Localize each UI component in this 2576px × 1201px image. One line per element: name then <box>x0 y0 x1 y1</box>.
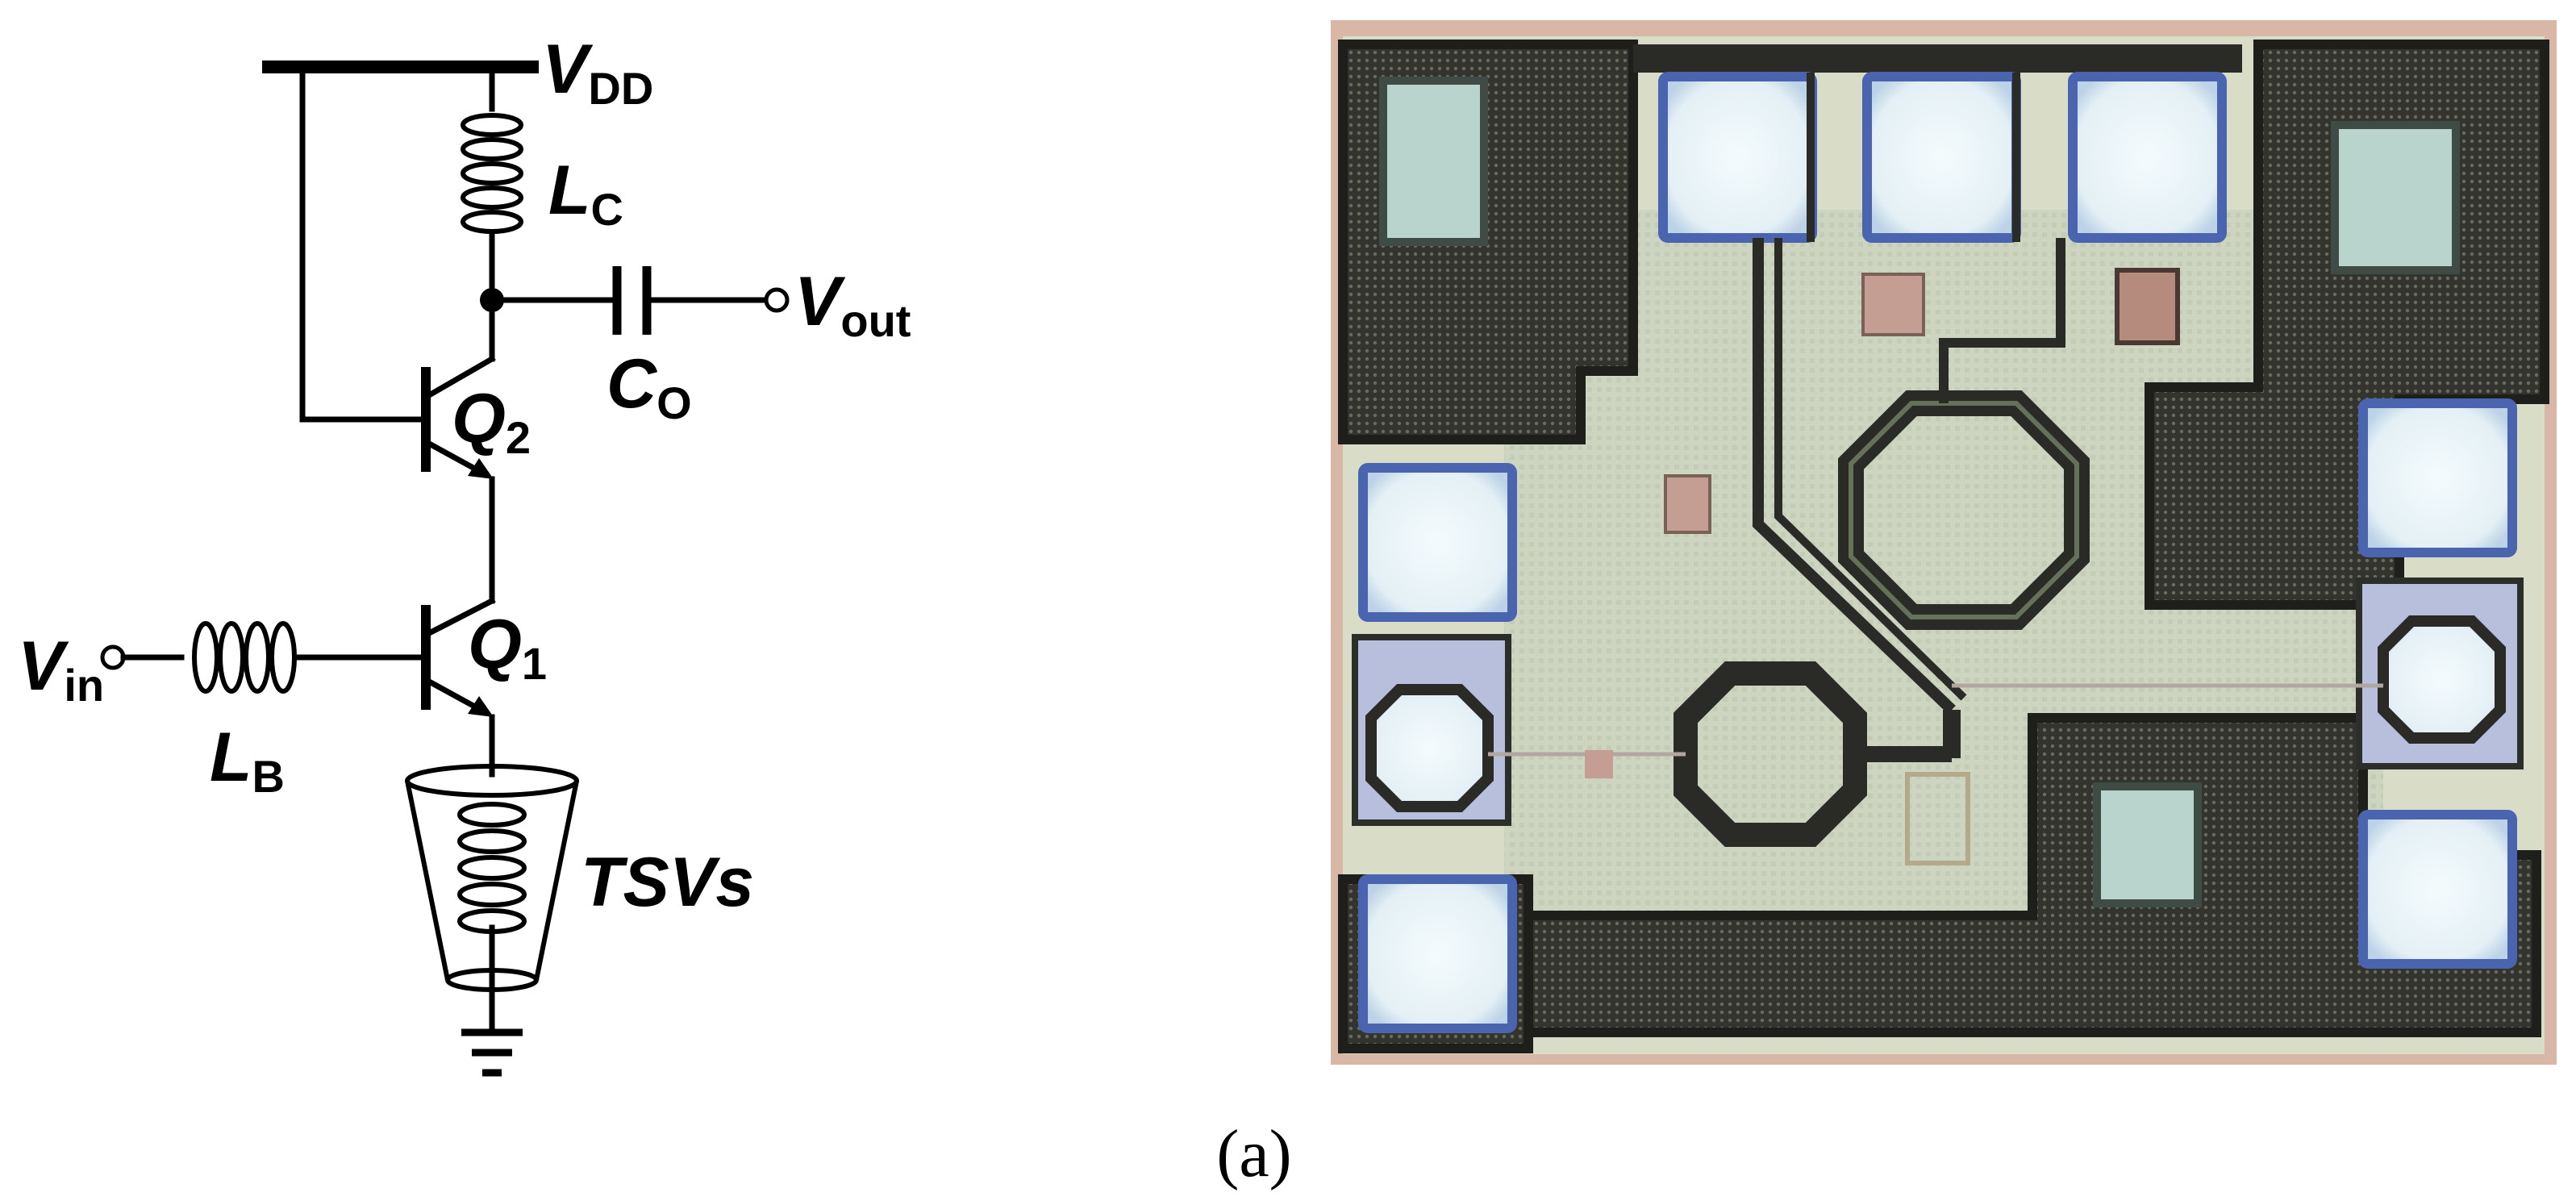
bond-pad <box>2331 121 2460 274</box>
q2-transistor <box>412 355 496 479</box>
bond-pad <box>2358 398 2517 557</box>
die-photo <box>1331 20 2557 1065</box>
tsvs-label: TSVs <box>581 844 754 921</box>
device-blocks <box>1585 268 2180 865</box>
bond-pads <box>1358 72 2517 1033</box>
spiral-inductors <box>1674 390 2090 847</box>
input-signal-pad <box>1365 684 1494 812</box>
lc-inductor <box>461 113 523 234</box>
bond-pad <box>1358 463 1517 622</box>
bond-pad <box>2093 782 2202 907</box>
bond-pad <box>1358 874 1517 1033</box>
vout-terminal <box>764 287 790 313</box>
vin-label: Vin <box>18 628 104 711</box>
vdd-label: VDD <box>542 31 653 114</box>
q2-label: Q2 <box>452 380 531 463</box>
vout-label: Vout <box>794 263 911 346</box>
co-label: CO <box>606 345 692 428</box>
lb-label: LB <box>210 719 285 802</box>
q2-base-wire <box>299 64 419 423</box>
output-signal-pad <box>2378 615 2506 744</box>
bond-pad <box>1658 72 1817 243</box>
lc-label: LC <box>548 152 623 235</box>
bond-pad <box>2358 810 2517 969</box>
interconnect-traces <box>1488 73 2383 762</box>
tsv-structure <box>405 764 579 1032</box>
base-inductor <box>1674 661 1867 847</box>
ground-symbol <box>461 1028 523 1077</box>
bond-pad <box>2068 72 2227 243</box>
bond-pad <box>1862 72 2021 243</box>
schematic-diagram: VDD LC Vout CO Q2 <box>18 31 911 1077</box>
bond-pad <box>1379 77 1488 246</box>
vin-terminal <box>100 644 126 670</box>
signal-pads <box>1352 578 2524 826</box>
lb-inductor <box>192 621 297 694</box>
figure-caption: (a) <box>1216 1116 1291 1191</box>
q1-label: Q1 <box>468 606 547 689</box>
